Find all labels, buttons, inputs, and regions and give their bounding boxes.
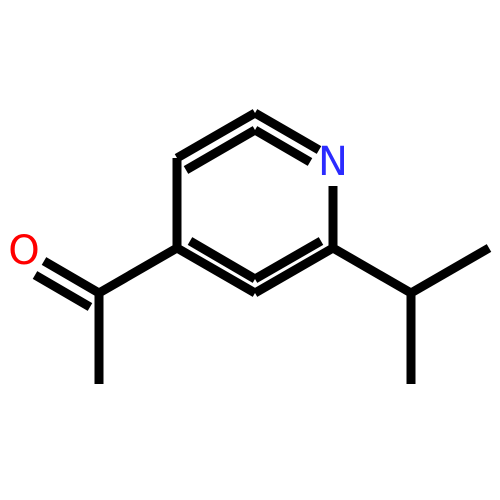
bond-carbonyl-double-inner <box>32 271 93 311</box>
bond-c4-carbonyl-c <box>96 244 180 297</box>
ring-bond-c3-c4-inner <box>187 237 258 283</box>
ring-bond-c2-c3-inner <box>252 237 324 283</box>
ring-bond-c6-n1 <box>252 109 322 154</box>
bond-c2-isopropyl-ch <box>330 244 414 297</box>
ring-bond-c5-c6 <box>174 109 258 162</box>
bond-group <box>32 109 492 384</box>
ring-bond-c2-c3 <box>252 244 336 297</box>
ring-bond-c3-c4 <box>174 244 258 297</box>
nitrogen-atom-label: N <box>318 139 348 185</box>
bond-carbonyl-double-outer <box>41 257 102 297</box>
ring-bond-c5-c6-inner <box>183 126 258 174</box>
oxygen-atom-label: O <box>8 228 39 274</box>
ring-bond-c6-n1-inner <box>252 126 313 166</box>
bond-isopropyl-methyl-1 <box>408 244 492 297</box>
